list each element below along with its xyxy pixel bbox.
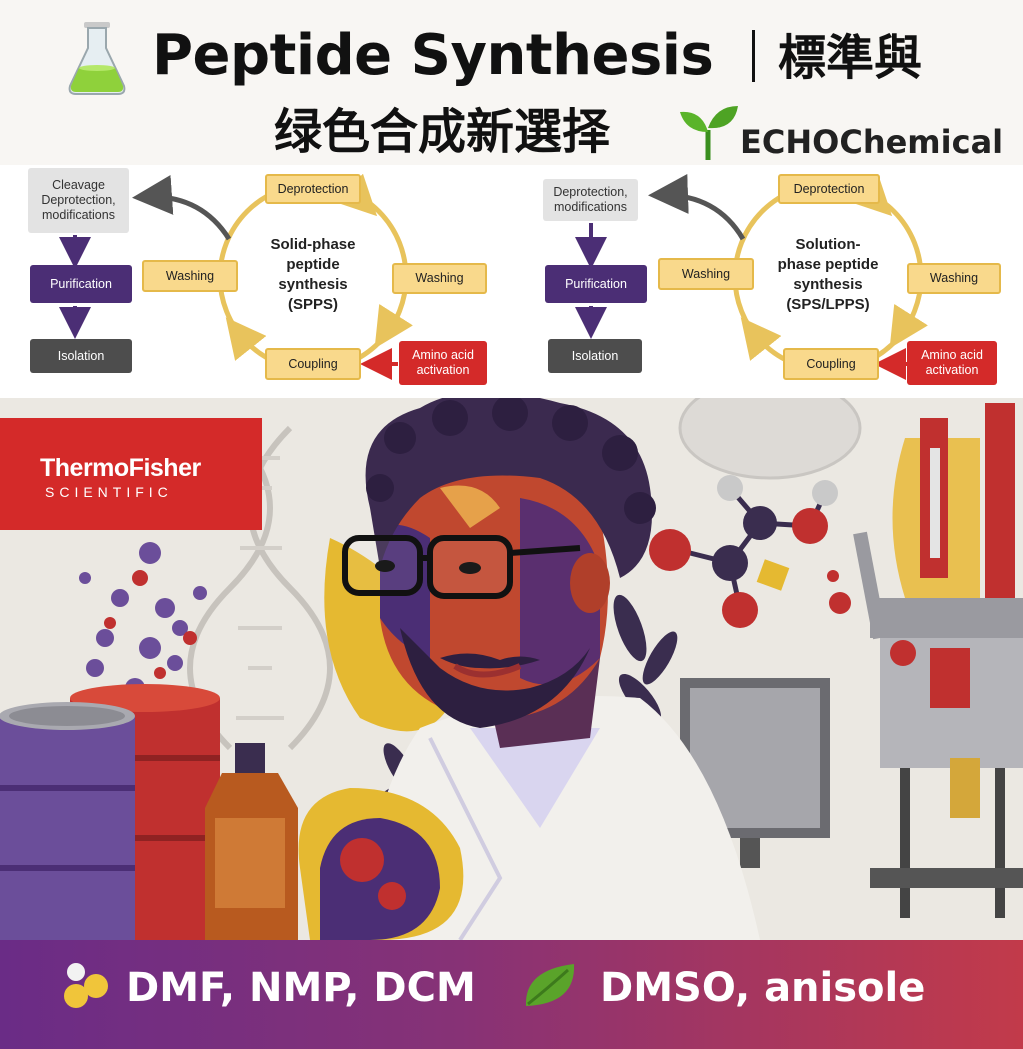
spps-cleavage-box: Cleavage Deprotection, modifications — [28, 168, 129, 233]
spps-isolation-label: Isolation — [57, 348, 105, 363]
green-solvents: DMSO, anisole — [600, 965, 926, 1011]
spps-coupling-box: Coupling — [265, 348, 361, 380]
spps-isolation-box: Isolation — [30, 339, 132, 373]
sps-washing-right-box: Washing — [907, 263, 1001, 294]
spps-cleavage-line-1: Cleavage — [52, 178, 105, 192]
spps-deprotection-label: Deprotection — [277, 181, 349, 196]
subtitle-chinese: 绿色合成新選择 — [274, 104, 611, 160]
sps-purification-box: Purification — [545, 265, 647, 303]
brand-name: ECHOChemical — [740, 123, 1004, 161]
solvent-bottle — [205, 743, 298, 940]
sps-coupling-label: Coupling — [806, 356, 856, 371]
solvent-banner: DMF, NMP, DCM DMSO, anisole — [0, 940, 1023, 1049]
spps-purification-box: Purification — [30, 265, 132, 303]
spps-center-line-1: Solid-phase — [270, 236, 356, 253]
sps-purification-label: Purification — [565, 276, 627, 291]
leaf-icon — [525, 964, 575, 1006]
synthesis-diagram: Cleavage Deprotection, modifications Pur… — [0, 165, 1023, 398]
spps-washing-right-label: Washing — [415, 271, 464, 285]
flask-icon — [68, 22, 126, 95]
spps-washing-right-box: Washing — [392, 263, 487, 294]
spps-washing-left-label: Washing — [165, 268, 215, 283]
logo-line-1: ThermoFisher — [40, 454, 201, 482]
spps-cleavage-line-2: Deprotection, — [41, 193, 116, 207]
dots-icon — [64, 963, 108, 1008]
seedling-icon — [680, 106, 738, 160]
sps-center-line-2: phase peptide — [777, 256, 879, 273]
sps-center-line-4: (SPS/LPPS) — [786, 296, 870, 313]
sps-activation-box: Amino acid activation — [907, 341, 997, 385]
conventional-solvents: DMF, NMP, DCM — [126, 965, 476, 1011]
spps-coupling-label: Coupling — [288, 356, 338, 371]
sps-center-line-1: Solution- — [795, 236, 861, 253]
sps-isolation-box: Isolation — [548, 339, 642, 373]
sps-mod-line-1: Deprotection, — [553, 185, 628, 199]
sps-center-line-3: synthesis — [793, 276, 863, 293]
spps-center-label: Solid-phase peptide synthesis (SPPS) — [248, 235, 378, 315]
thermo-fisher-logo: ThermoFisher SCIENTIFIC — [0, 418, 262, 530]
sps-deprotection-box: Deprotection — [778, 174, 880, 204]
spps-activation-box: Amino acid activation — [399, 341, 487, 385]
sps-mod-line-2: modifications — [554, 200, 627, 214]
spps-activation-line-1: Amino acid — [412, 348, 474, 362]
sps-deprotection-label: Deprotection — [793, 181, 865, 196]
spps-deprotection-box: Deprotection — [265, 174, 361, 204]
spps-center-line-2: peptide — [286, 256, 340, 273]
sps-washing-left-label: Washing — [681, 266, 731, 281]
title-english: Peptide Synthesis — [152, 23, 714, 88]
spps-cleavage-line-3: modifications — [42, 208, 115, 222]
header: Peptide Synthesis 標準與 绿色合成新選择 ECHOChemic… — [0, 0, 1023, 165]
spps-activation-line-2: activation — [416, 363, 470, 377]
sps-activation-line-1: Amino acid — [921, 348, 983, 362]
spps-center-line-3: synthesis — [278, 276, 348, 293]
title-chinese: 標準與 — [778, 30, 923, 86]
sps-deprotection-mod-box: Deprotection, modifications — [543, 179, 638, 221]
spps-center-line-4: (SPPS) — [287, 296, 338, 313]
sps-washing-left-box: Washing — [658, 258, 754, 290]
spps-washing-left-box: Washing — [142, 260, 238, 292]
lab-apparatus — [853, 403, 1023, 918]
title-divider — [752, 30, 755, 82]
scientist-illustration: ThermoFisher SCIENTIFIC — [0, 398, 1023, 940]
illustration-artwork — [0, 398, 1023, 940]
sps-coupling-box: Coupling — [783, 348, 879, 380]
logo-line-2: SCIENTIFIC — [45, 484, 173, 500]
sps-washing-right-label: Washing — [929, 271, 979, 285]
solvent-barrels — [0, 684, 220, 940]
sps-activation-line-2: activation — [925, 363, 979, 377]
sps-center-label: Solution- phase peptide synthesis (SPS/L… — [763, 235, 893, 315]
spps-purification-label: Purification — [50, 276, 112, 291]
sps-isolation-label: Isolation — [571, 348, 619, 363]
